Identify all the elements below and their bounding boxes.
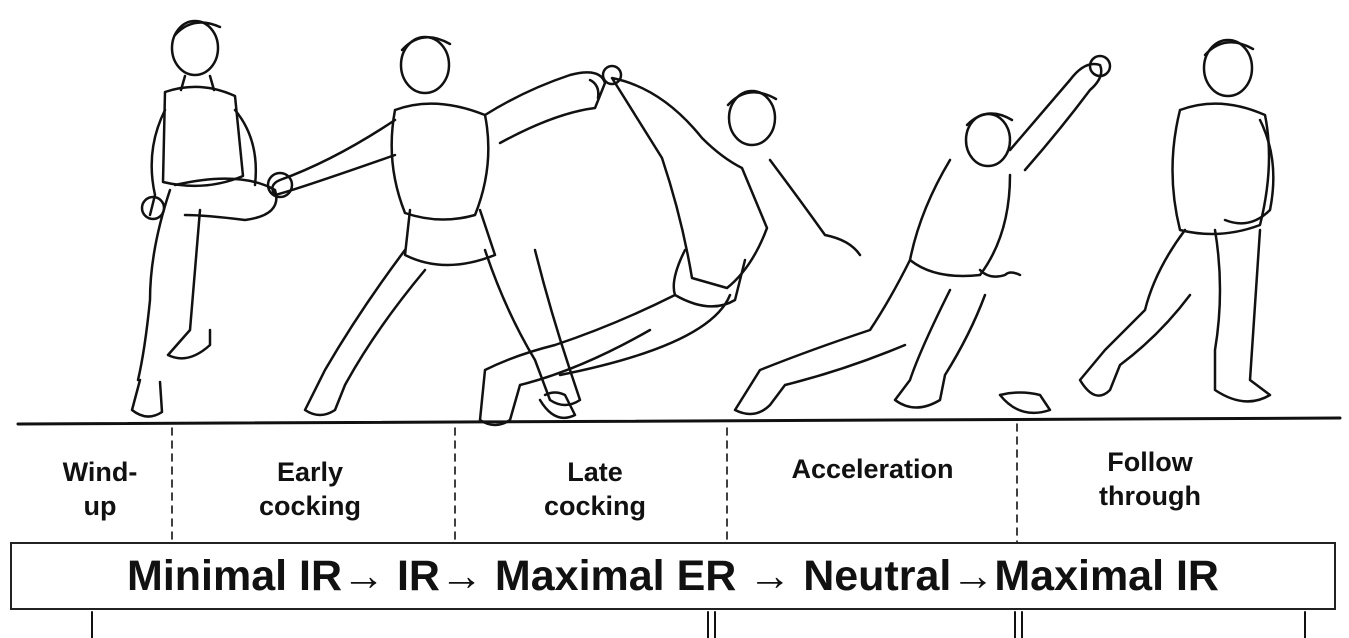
phase-label-windup: Wind- up <box>30 455 170 523</box>
rotation-banner: Minimal IR→ IR→ Maximal ER → Neutral→Max… <box>10 542 1336 610</box>
phase-windup-line2: up <box>30 489 170 523</box>
phase-early-line2: cocking <box>200 489 420 523</box>
phase-follow-line1: Follow <box>1040 445 1260 479</box>
phase-late-line2: cocking <box>475 489 715 523</box>
lower-ticks <box>92 612 1305 638</box>
phase-windup-line1: Wind- <box>30 455 170 489</box>
phase-label-acceleration: Acceleration <box>745 452 1000 486</box>
pitcher-early-cocking-figure <box>268 37 605 415</box>
phase-label-early-cocking: Early cocking <box>200 455 420 523</box>
phase-late-line1: Late <box>475 455 715 489</box>
rotation-sequence-text: Minimal IR→ IR→ Maximal ER → Neutral→Max… <box>12 544 1334 608</box>
phase-acceleration-line1: Acceleration <box>745 452 1000 486</box>
pitcher-late-cocking-figure <box>480 66 860 425</box>
pitcher-acceleration-figure <box>735 56 1110 414</box>
ground-line <box>18 418 1340 424</box>
pitcher-windup-figure <box>132 21 276 417</box>
phase-early-line1: Early <box>200 455 420 489</box>
pitcher-follow-through-figure <box>1080 40 1273 401</box>
phase-label-late-cocking: Late cocking <box>475 455 715 523</box>
phase-label-follow-through: Follow through <box>1040 445 1260 513</box>
phase-follow-line2: through <box>1040 479 1260 513</box>
